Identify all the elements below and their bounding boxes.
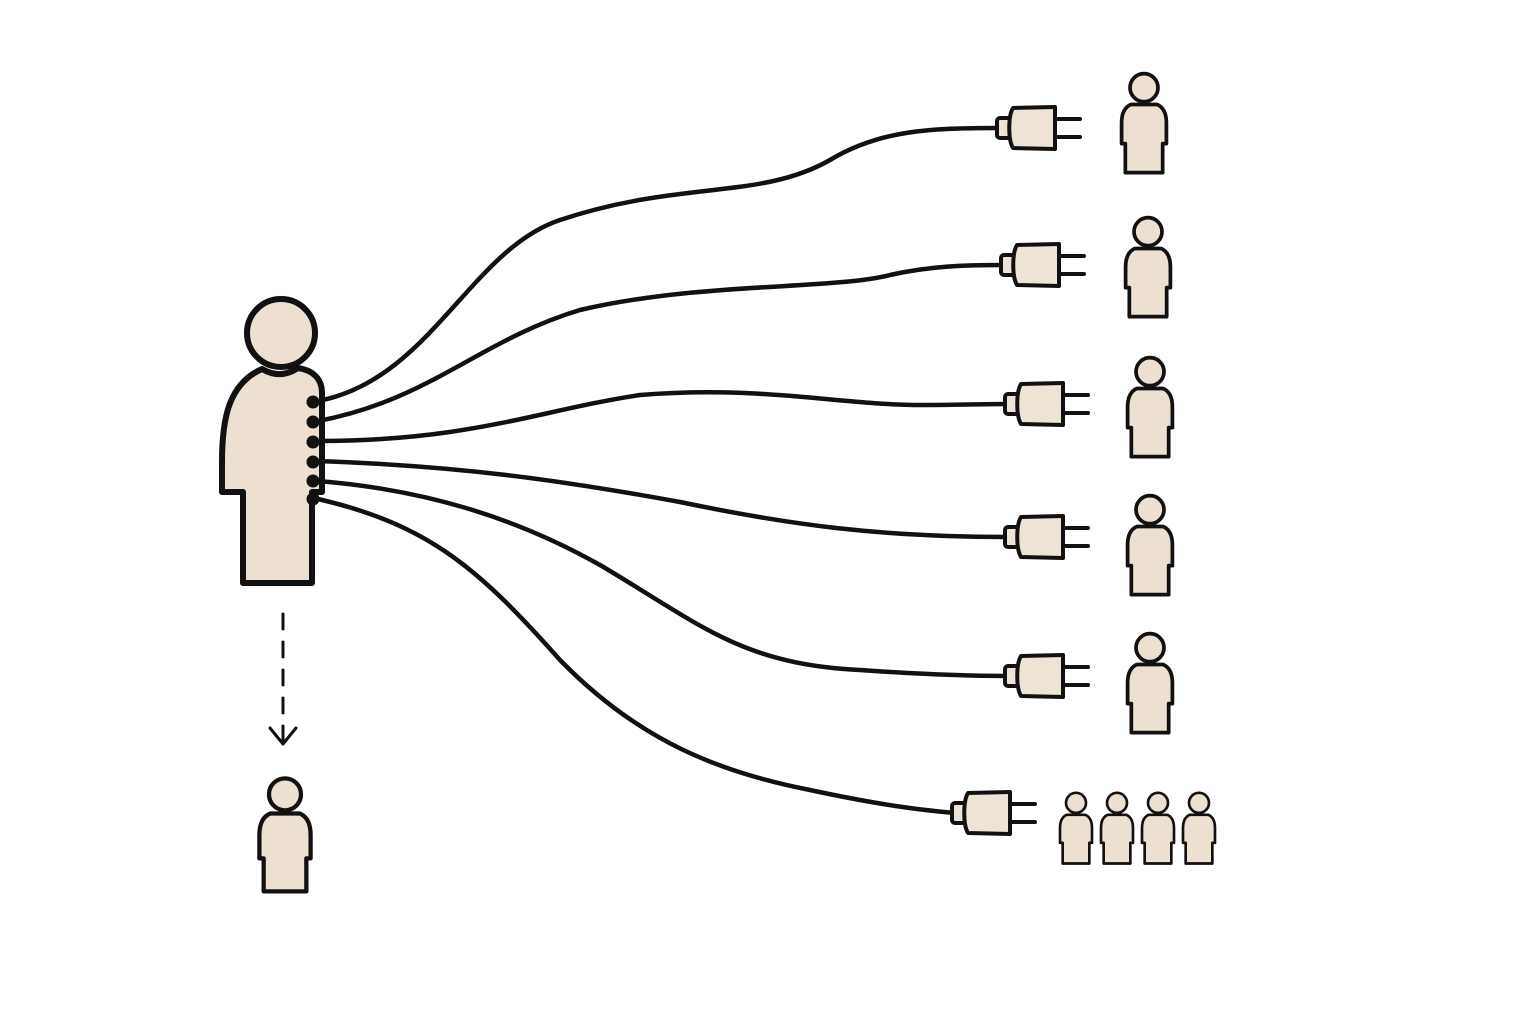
source-person	[219, 296, 325, 586]
crowd-person	[1181, 791, 1217, 866]
cable-3	[315, 389, 1011, 444]
cable-5	[315, 478, 1011, 679]
crowd-person	[1058, 791, 1094, 866]
crowd-person	[1099, 791, 1135, 866]
target-person	[1123, 215, 1173, 319]
socket-dots	[306, 395, 320, 506]
plug-icon	[1003, 381, 1090, 427]
successor-person	[259, 778, 310, 891]
target-person-group	[1119, 71, 1175, 735]
target-person	[1125, 493, 1175, 597]
crowd-person	[1140, 791, 1176, 866]
target-person	[1125, 355, 1175, 459]
plug-icon	[999, 242, 1086, 288]
source-person-head	[244, 296, 318, 370]
plug-icon	[1003, 653, 1090, 699]
cable-4	[315, 458, 1011, 540]
arrow-down-icon	[268, 612, 298, 746]
cable-group	[315, 125, 1011, 816]
plug-icon	[950, 790, 1037, 836]
target-person	[1119, 71, 1169, 175]
target-person	[1125, 631, 1175, 735]
source-person-body	[219, 365, 325, 586]
cable-1	[315, 125, 1003, 404]
cable-6	[315, 496, 958, 816]
cable-2	[315, 262, 1007, 424]
plug-group	[950, 105, 1090, 836]
target-crowd	[1058, 791, 1217, 866]
plug-icon	[1003, 514, 1090, 560]
plug-icon	[995, 105, 1082, 151]
